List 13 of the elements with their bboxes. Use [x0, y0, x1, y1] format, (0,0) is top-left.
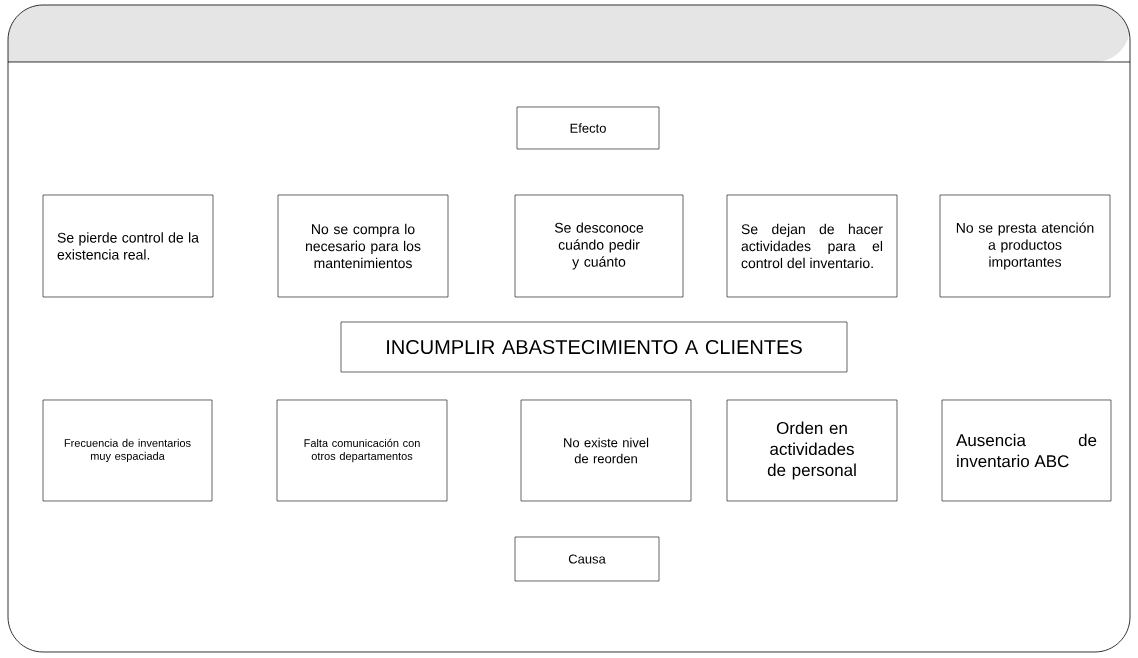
text-box: Frecuencia de inventarios muy espaciada [42, 399, 213, 502]
text-box: Orden en actividades de personal [726, 399, 898, 502]
text-box: Efecto [516, 106, 660, 150]
text-box: Se dejan de hacer actividades para el control del inventario. [726, 194, 898, 298]
text-box: No se presta atención a productos importantes [939, 194, 1111, 298]
text-box: Se pierde control de la existencia real. [42, 194, 214, 298]
text-box: Ausencia de inventario ABC [941, 399, 1112, 502]
text-box: No se compra lo necesario para los mantenimientos [277, 194, 449, 298]
text-box: Se desconoce cuándo pedir y cuánto [514, 194, 684, 298]
text-box: No existe nivel de reorden [520, 399, 692, 502]
text-box: Causa [514, 536, 660, 582]
text-box: Falta comunicación con otros departamentos [276, 399, 448, 502]
text-box: INCUMPLIR ABASTECIMIENTO A CLIENTES [340, 321, 848, 373]
